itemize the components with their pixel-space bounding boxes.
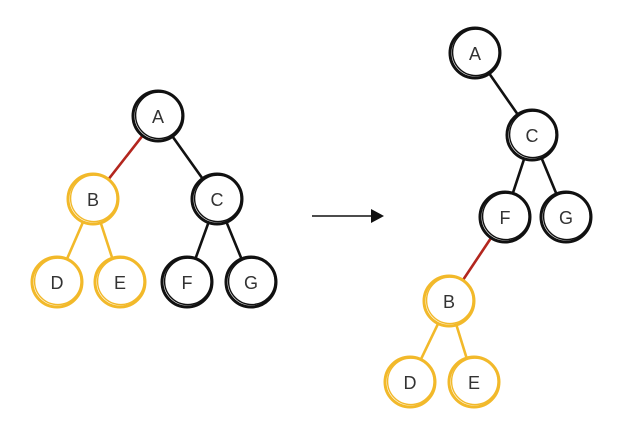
node-circle bbox=[505, 108, 559, 162]
node-circle-sketch bbox=[542, 192, 591, 241]
node-label: C bbox=[211, 190, 224, 210]
node-g: G bbox=[224, 255, 278, 309]
node-circle-sketch bbox=[33, 257, 82, 306]
node-label: B bbox=[443, 292, 455, 312]
edge-c-f bbox=[511, 158, 526, 194]
node-circle bbox=[131, 89, 185, 143]
node-circle-sketch bbox=[163, 257, 212, 306]
edge-c-g bbox=[540, 157, 558, 195]
node-b: B bbox=[66, 172, 120, 226]
node-circle bbox=[93, 255, 147, 309]
node-d: D bbox=[30, 255, 84, 309]
node-label: G bbox=[559, 208, 573, 228]
edge-f-b bbox=[462, 237, 492, 281]
node-circle-sketch bbox=[451, 28, 500, 77]
after-tree: A C F G B D E bbox=[383, 26, 593, 409]
before-tree: A B C D E F G bbox=[30, 89, 278, 309]
node-circle-sketch bbox=[193, 174, 242, 223]
node-circle bbox=[478, 190, 532, 244]
edge-c-f bbox=[194, 222, 210, 259]
node-label: D bbox=[51, 273, 64, 293]
node-a: A bbox=[448, 26, 502, 80]
node-g: G bbox=[539, 190, 593, 244]
node-label: F bbox=[500, 208, 511, 228]
node-circle-sketch bbox=[69, 174, 118, 223]
node-circle-sketch bbox=[481, 192, 530, 241]
edge-b-e bbox=[455, 324, 468, 359]
node-a: A bbox=[131, 89, 185, 143]
node-label: A bbox=[469, 44, 481, 64]
node-f: F bbox=[478, 190, 532, 244]
node-f: F bbox=[160, 255, 214, 309]
node-circle bbox=[190, 172, 244, 226]
node-circle bbox=[224, 255, 278, 309]
node-b: B bbox=[422, 274, 476, 328]
node-circle-sketch bbox=[425, 276, 474, 325]
node-circle bbox=[422, 274, 476, 328]
edge-b-d bbox=[419, 323, 440, 360]
node-circle-sketch bbox=[508, 110, 557, 159]
edge-b-d bbox=[66, 221, 84, 260]
node-d: D bbox=[383, 355, 437, 409]
node-circle-sketch bbox=[227, 257, 276, 306]
node-label: E bbox=[114, 273, 126, 293]
node-e: E bbox=[93, 255, 147, 309]
edge-a-c bbox=[488, 73, 519, 115]
node-c: C bbox=[190, 172, 244, 226]
node-label: A bbox=[152, 107, 164, 127]
node-circle bbox=[160, 255, 214, 309]
node-circle bbox=[30, 255, 84, 309]
node-circle-sketch bbox=[134, 91, 183, 140]
node-circle-sketch bbox=[96, 257, 145, 306]
node-circle-sketch bbox=[450, 357, 499, 406]
node-label: B bbox=[87, 190, 99, 210]
transition-arrow bbox=[312, 209, 384, 223]
edge-b-e bbox=[99, 222, 114, 259]
edge-c-g bbox=[225, 221, 243, 260]
node-circle-sketch bbox=[386, 357, 435, 406]
node-label: E bbox=[468, 373, 480, 393]
edge-a-c bbox=[171, 135, 204, 180]
node-circle bbox=[383, 355, 437, 409]
node-circle bbox=[539, 190, 593, 244]
node-circle bbox=[66, 172, 120, 226]
node-label: C bbox=[526, 126, 539, 146]
node-circle bbox=[447, 355, 501, 409]
node-label: F bbox=[182, 273, 193, 293]
node-circle bbox=[448, 26, 502, 80]
arrow-head-icon bbox=[371, 209, 384, 223]
edge-a-b bbox=[107, 135, 144, 180]
node-c: C bbox=[505, 108, 559, 162]
node-label: G bbox=[244, 273, 258, 293]
node-e: E bbox=[447, 355, 501, 409]
node-label: D bbox=[404, 373, 417, 393]
